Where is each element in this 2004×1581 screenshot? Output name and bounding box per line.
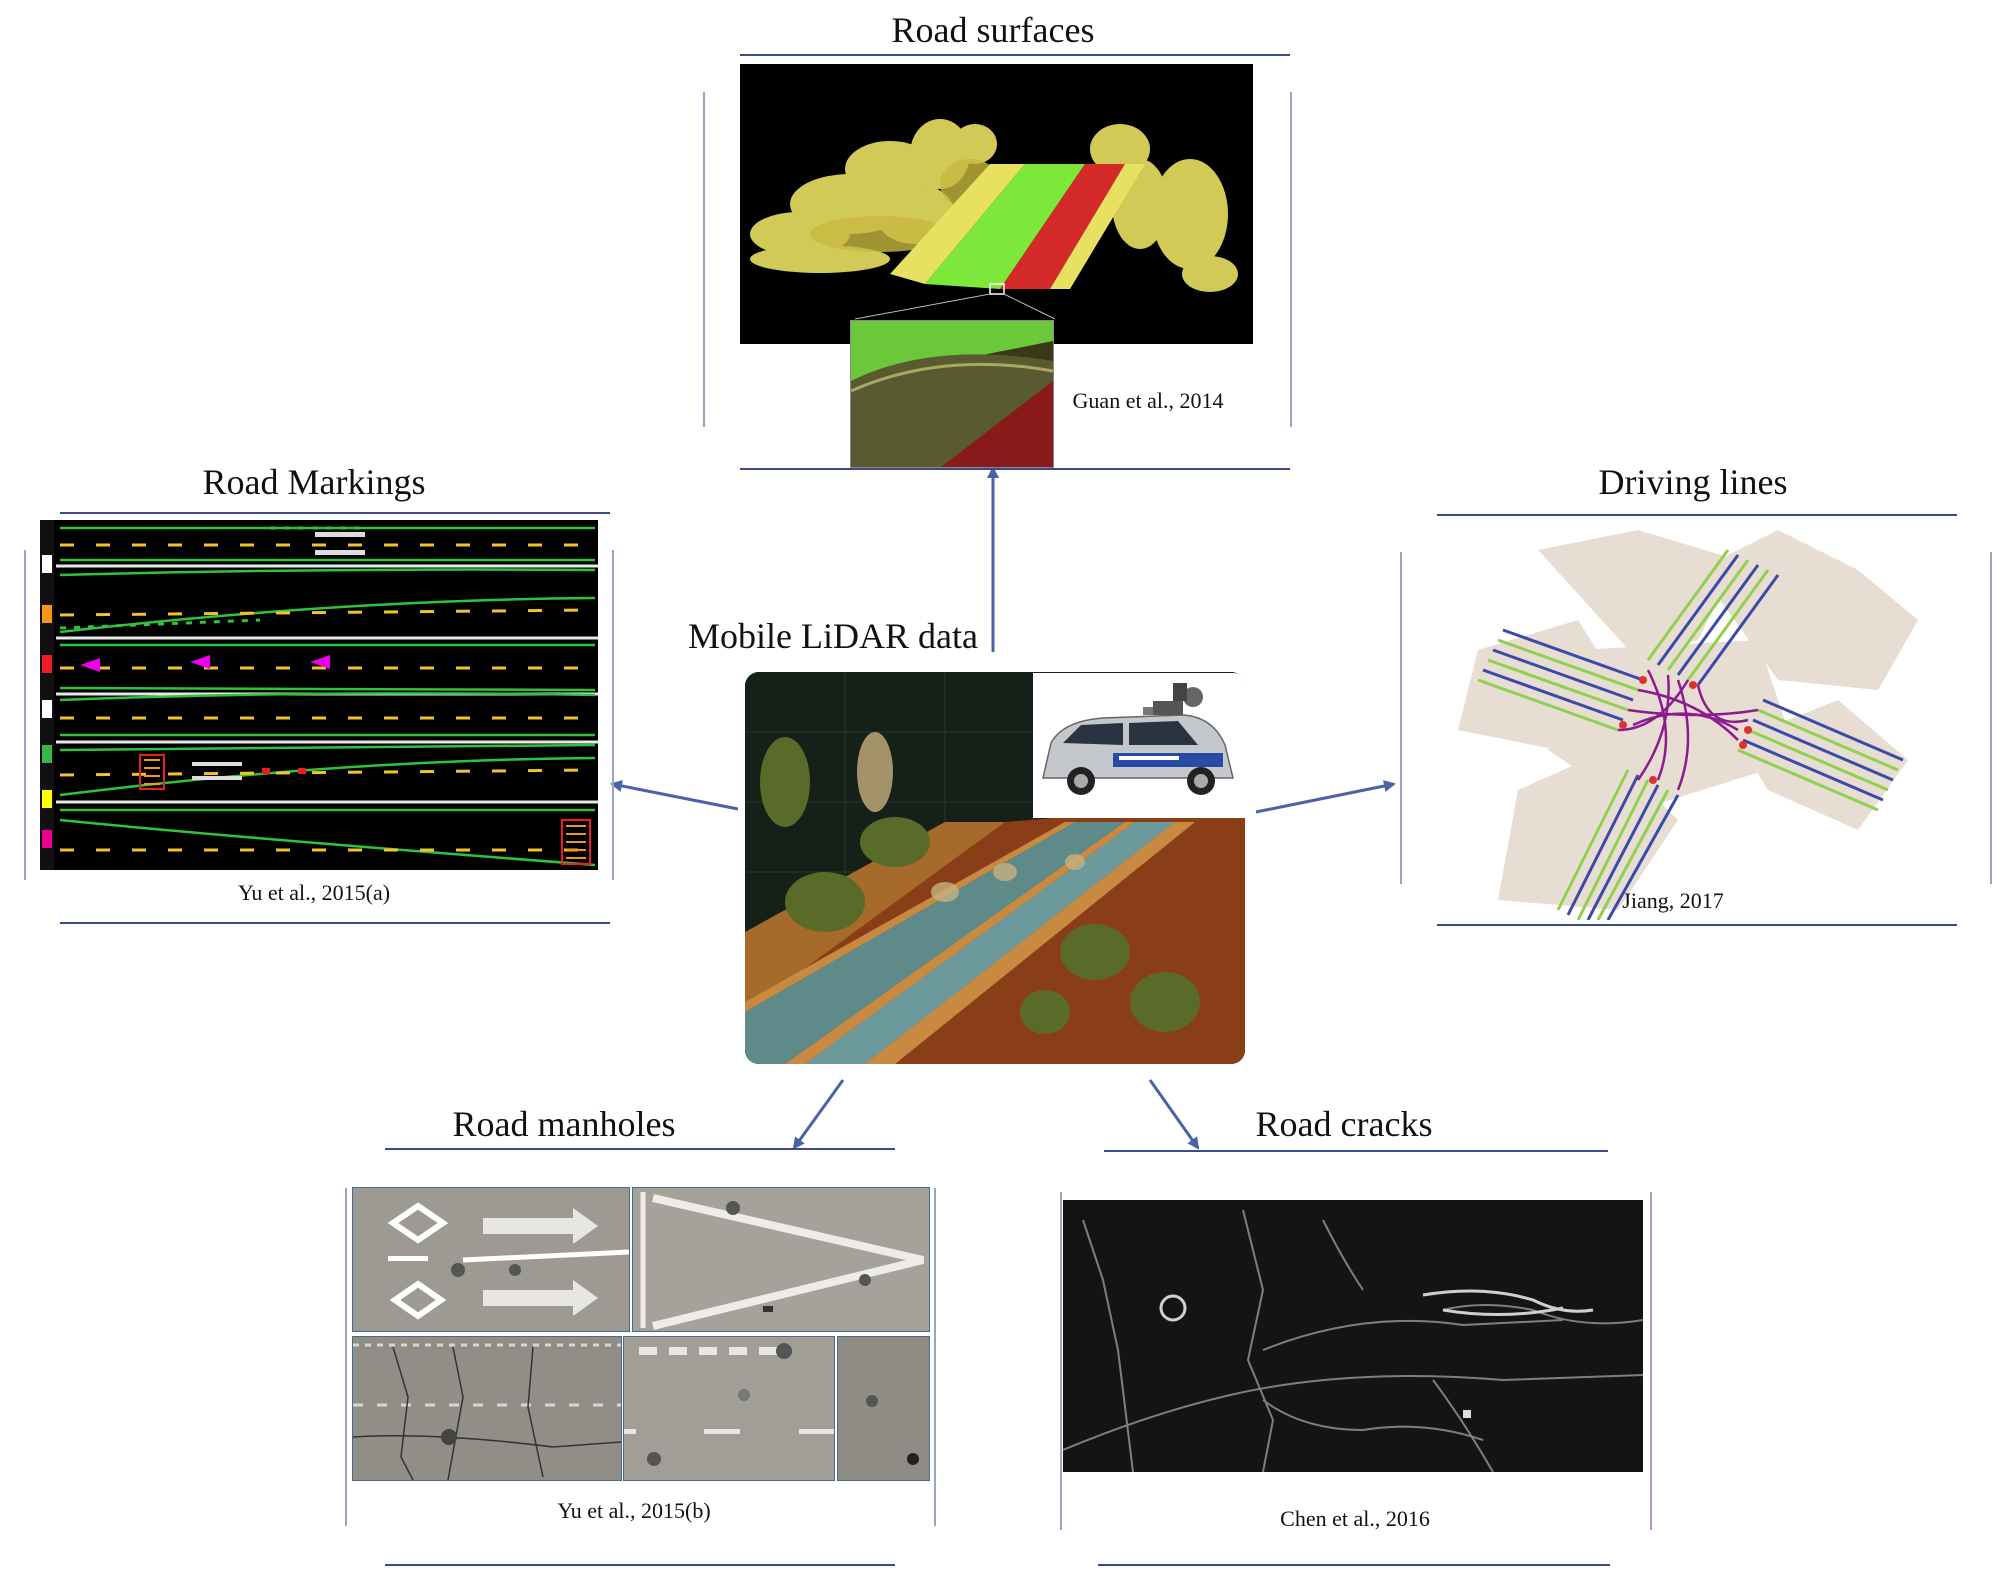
road-markings-right-line bbox=[612, 550, 614, 880]
road-markings-left-line bbox=[24, 550, 26, 880]
road-surfaces-left-line bbox=[703, 92, 705, 427]
road-manholes-left-line bbox=[345, 1188, 347, 1526]
road-markings-image bbox=[40, 520, 598, 870]
road-cracks-image bbox=[1063, 1200, 1643, 1472]
driving-lines-bottom-line bbox=[1437, 924, 1957, 926]
road-surfaces-bottom-line bbox=[740, 468, 1290, 470]
road-surfaces-image bbox=[740, 64, 1253, 344]
driving-lines-right-line bbox=[1990, 552, 1992, 884]
driving-lines-left-line bbox=[1400, 552, 1402, 884]
arrow-to-driving-lines bbox=[1255, 780, 1396, 814]
driving-lines-top-line bbox=[1437, 514, 1957, 516]
arrow-to-road-cracks bbox=[1148, 1079, 1200, 1150]
road-manholes-bottom-line bbox=[385, 1564, 895, 1566]
driving-lines-title: Driving lines bbox=[1598, 462, 1788, 502]
road-cracks-title: Road cracks bbox=[1255, 1104, 1433, 1144]
road-markings-title: Road Markings bbox=[202, 462, 426, 502]
arrow-to-road-markings bbox=[610, 780, 739, 811]
road-cracks-bottom-line bbox=[1098, 1564, 1610, 1566]
driving-lines-image bbox=[1438, 530, 1918, 920]
manhole-tile-3 bbox=[352, 1336, 622, 1481]
road-manholes-caption: Yu et al., 2015(b) bbox=[557, 1498, 711, 1523]
road-surfaces-caption: Guan et al., 2014 bbox=[1072, 388, 1224, 413]
mobile-lidar-title: Mobile LiDAR data bbox=[688, 616, 978, 656]
arrow-to-road-manholes bbox=[792, 1079, 845, 1150]
road-surfaces-inset bbox=[850, 320, 1054, 468]
road-cracks-top-line bbox=[1104, 1150, 1608, 1152]
road-surfaces-right-line bbox=[1290, 92, 1292, 427]
road-markings-top-line bbox=[60, 512, 610, 514]
driving-lines-caption: Jiang, 2017 bbox=[1622, 888, 1724, 913]
road-cracks-left-line bbox=[1060, 1192, 1062, 1530]
road-markings-bottom-line bbox=[60, 922, 610, 924]
manhole-tile-5 bbox=[837, 1336, 930, 1481]
road-manholes-right-line bbox=[934, 1188, 936, 1526]
road-markings-legend bbox=[42, 555, 52, 848]
road-cracks-right-line bbox=[1650, 1192, 1652, 1530]
road-surfaces-title: Road surfaces bbox=[891, 10, 1095, 50]
road-cracks-caption: Chen et al., 2016 bbox=[1280, 1506, 1430, 1531]
manhole-tile-2 bbox=[632, 1187, 930, 1332]
road-manholes-title: Road manholes bbox=[452, 1104, 676, 1144]
mobile-mapping-vehicle-image bbox=[1033, 673, 1245, 818]
road-markings-caption: Yu et al., 2015(a) bbox=[237, 880, 391, 905]
manhole-tile-4 bbox=[623, 1336, 835, 1481]
road-manholes-top-line bbox=[385, 1148, 895, 1150]
manhole-tile-1 bbox=[352, 1187, 630, 1332]
mobile-lidar-image bbox=[745, 672, 1245, 1064]
road-surfaces-top-line bbox=[740, 54, 1290, 56]
